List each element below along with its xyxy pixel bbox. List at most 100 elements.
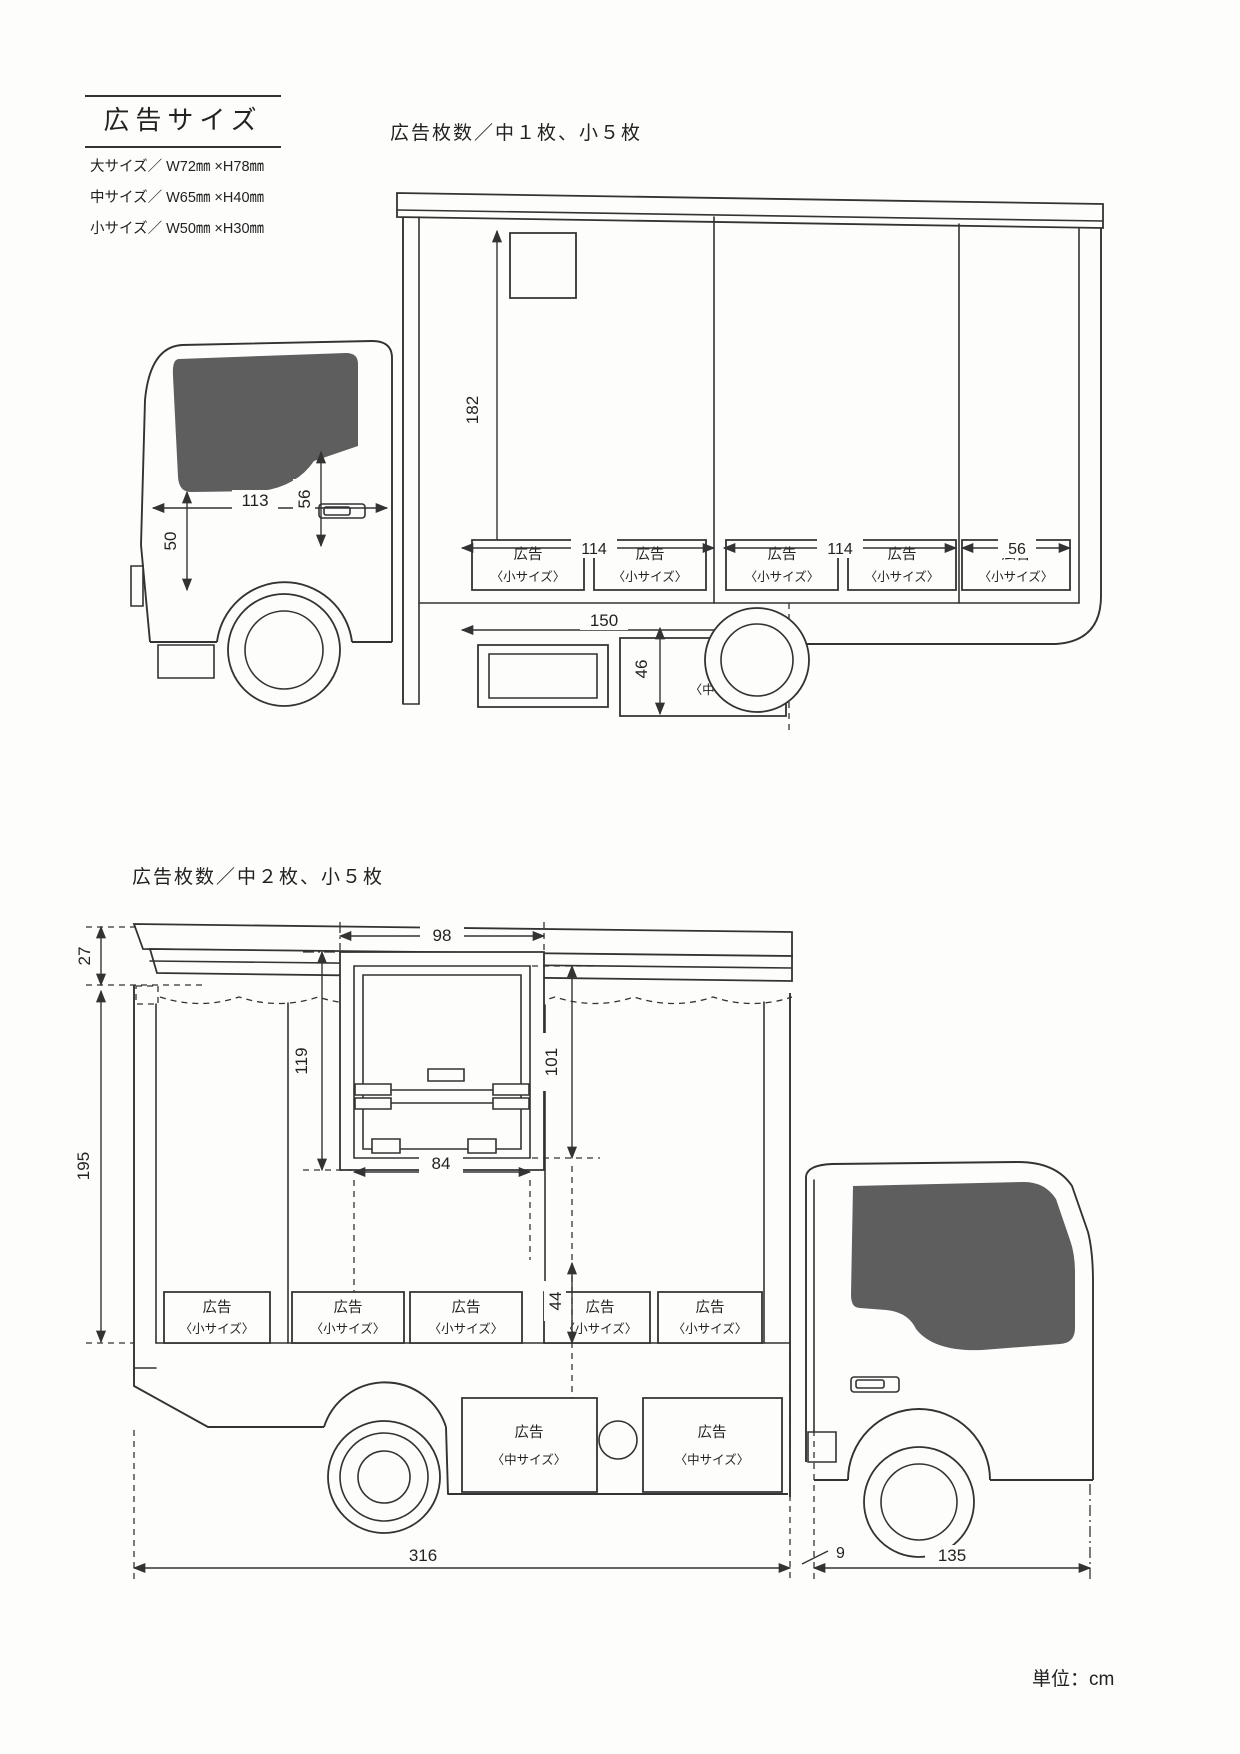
cargo-right-wall (786, 228, 1101, 644)
legend-rule-bottom (85, 146, 281, 148)
svg-text:56: 56 (1008, 541, 1026, 558)
svg-text:広告: 広告 (698, 1424, 727, 1441)
door-handle-grip (856, 1380, 884, 1388)
svg-text:316: 316 (409, 1546, 437, 1565)
dim-cab-length: 135 (925, 1545, 979, 1565)
rear-wheel-rim (721, 624, 793, 696)
door-handle (428, 1069, 464, 1081)
legend-rule-top (85, 95, 281, 97)
svg-text:〈小サイズ〉: 〈小サイズ〉 (673, 1321, 748, 1336)
truck1-cab (131, 341, 392, 706)
ad-box-medium: 広告 〈中サイズ〉 (462, 1398, 597, 1492)
svg-text:44: 44 (546, 1292, 565, 1311)
svg-text:〈中サイズ〉: 〈中サイズ〉 (675, 1452, 750, 1467)
ad-box-small: 広告 〈小サイズ〉 (544, 1292, 650, 1343)
svg-text:119: 119 (292, 1047, 311, 1074)
svg-text:〈小サイズ〉: 〈小サイズ〉 (180, 1321, 255, 1336)
dim-cargo-height: 182 (461, 381, 483, 439)
svg-text:〈小サイズ〉: 〈小サイズ〉 (865, 569, 940, 584)
svg-text:広告: 広告 (515, 1424, 544, 1441)
door-hinge-bracket (355, 1084, 391, 1095)
front-wheel-rim (881, 1464, 957, 1540)
dim-door-outer-height: 119 (290, 1032, 312, 1090)
front-wheel-arch (848, 1409, 990, 1480)
svg-text:広告: 広告 (696, 1299, 725, 1316)
cab-step (808, 1432, 836, 1462)
svg-text:〈中サイズ〉: 〈中サイズ〉 (492, 1452, 567, 1467)
svg-text:46: 46 (632, 660, 651, 679)
door-latch (372, 1139, 400, 1153)
legend-title: 広告サイズ (103, 105, 263, 135)
legend-item-large: 大サイズ／ W72㎜ ×H78㎜ (90, 159, 265, 175)
svg-text:〈小サイズ〉: 〈小サイズ〉 (745, 569, 820, 584)
dim-cab-width: 113 (232, 490, 278, 510)
truck-1-diagram: 113 50 56 (131, 193, 1103, 730)
rear-wheel-rim (358, 1451, 410, 1503)
truck1-cargo-box (397, 193, 1103, 704)
legend-item-medium: 中サイズ／ W65㎜ ×H40㎜ (90, 190, 265, 206)
cab-front-step (131, 566, 143, 606)
unit-note: 単位：cm (1032, 1669, 1115, 1690)
dim-door-inner-height: 101 (540, 1033, 562, 1091)
legend-item-small: 小サイズ／ W50㎜ ×H30㎜ (90, 221, 265, 237)
dim-door-inner-width: 84 (419, 1153, 463, 1173)
dim-ad-span-left: 114 (571, 537, 617, 558)
svg-text:113: 113 (241, 491, 268, 510)
svg-text:84: 84 (432, 1154, 451, 1173)
cargo-roof-line (397, 210, 1103, 221)
truck2-cab (806, 1162, 1093, 1557)
door-latch (468, 1139, 496, 1153)
legend-size-list: 大サイズ／ W72㎜ ×H78㎜ 中サイズ／ W65㎜ ×H40㎜ 小サイズ／ … (90, 152, 264, 245)
door-hinge-bracket (493, 1084, 529, 1095)
canvas-corner-dashed (136, 986, 158, 1004)
ad-box-small: 広告 〈小サイズ〉 (164, 1292, 270, 1343)
ad-box-small: 広告 〈小サイズ〉 (410, 1292, 522, 1343)
svg-text:101: 101 (542, 1048, 561, 1076)
ad-box-medium: 広告 〈中サイズ〉 (643, 1398, 782, 1492)
svg-text:〈小サイズ〉: 〈小サイズ〉 (429, 1321, 504, 1336)
dim-body-height: 195 (72, 1137, 94, 1195)
diagram2-heading: 広告枚数／中２枚、小５枚 (132, 867, 385, 888)
cab-outline (141, 341, 392, 642)
dim-door-outer-width: 98 (420, 925, 464, 946)
svg-text:〈小サイズ〉: 〈小サイズ〉 (491, 569, 566, 584)
cargo-vent-square (510, 233, 576, 298)
dim-gap: 9 (836, 1545, 845, 1562)
svg-text:150: 150 (590, 611, 618, 630)
svg-text:114: 114 (827, 541, 853, 558)
dim-cab-door-height: 56 (293, 479, 315, 519)
skirt-chamfer (134, 1368, 324, 1427)
door-hinge-bracket (493, 1098, 529, 1109)
svg-text:広告: 広告 (203, 1299, 232, 1316)
svg-text:〈小サイズ〉: 〈小サイズ〉 (563, 1321, 638, 1336)
rear-wheel-arch (324, 1382, 446, 1427)
svg-text:195: 195 (74, 1152, 93, 1180)
dim-ad-height: 44 (544, 1281, 566, 1321)
cab-window (851, 1182, 1075, 1351)
door-leaf-inner (363, 975, 521, 1149)
door-hinge-bracket (355, 1098, 391, 1109)
svg-text:135: 135 (938, 1546, 966, 1565)
truck2-rear-door (340, 952, 544, 1170)
svg-text:〈小サイズ〉: 〈小サイズ〉 (613, 569, 688, 584)
svg-text:182: 182 (463, 396, 482, 424)
cab-outline (806, 1162, 1093, 1480)
svg-text:56: 56 (295, 490, 314, 509)
dim-mid-ad-height: 46 (630, 649, 652, 689)
dim-ad-span-right: 114 (817, 537, 863, 558)
svg-text:98: 98 (433, 926, 452, 945)
cargo-roof-bar (397, 193, 1103, 228)
truck-2-diagram: 27 195 (72, 922, 1093, 1582)
fuel-cap (599, 1421, 637, 1459)
svg-text:50: 50 (161, 532, 180, 551)
under-bed-toolbox-inner (489, 654, 597, 698)
dim-cab-front-height: 50 (159, 521, 181, 561)
dim-ad-single: 56 (998, 537, 1036, 558)
svg-text:〈小サイズ〉: 〈小サイズ〉 (979, 569, 1054, 584)
ad-box-small: 広告 〈小サイズ〉 (658, 1292, 762, 1343)
dim-mid-ad-width: 150 (580, 610, 628, 630)
ad-box-small: 広告 〈小サイズ〉 (292, 1292, 404, 1343)
truck2-skirt (134, 1368, 788, 1494)
